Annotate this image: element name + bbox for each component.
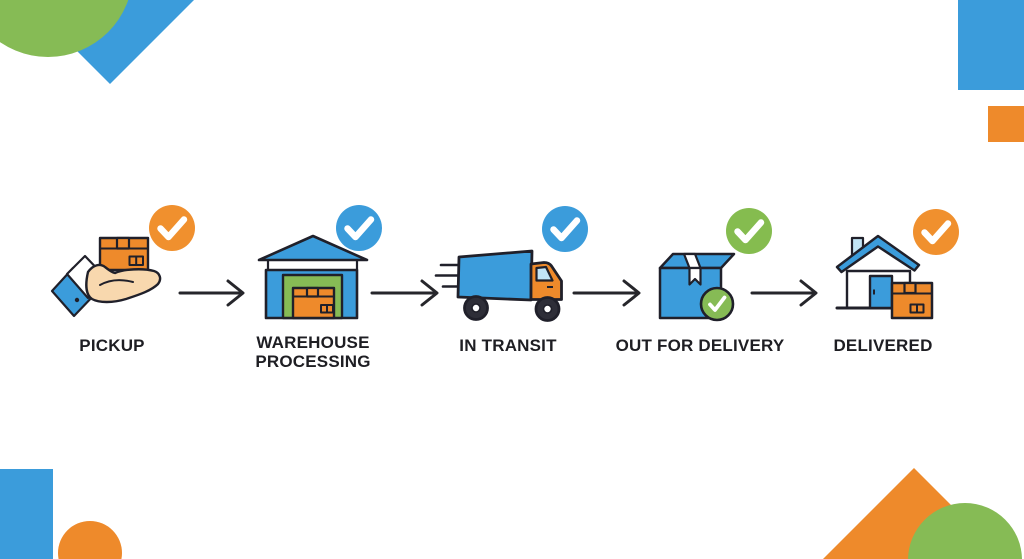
parcel-box — [890, 281, 934, 320]
warehouse-icon — [257, 234, 369, 320]
decor-bottom-left — [0, 469, 122, 559]
parcel-box — [291, 286, 336, 320]
house-package-icon — [835, 234, 934, 320]
decor-circle — [58, 521, 122, 559]
parcel-box — [98, 236, 150, 272]
hand-holding-box-icon — [50, 236, 162, 318]
decor-square — [0, 469, 53, 559]
flow-arrow-2 — [370, 279, 439, 307]
status-check-badge — [726, 208, 772, 254]
wheel — [463, 295, 489, 321]
flow-arrow-4 — [750, 279, 818, 307]
status-check-badge — [149, 205, 195, 251]
stage-label-warehouse: WAREHOUSE PROCESSING — [255, 333, 371, 371]
check-seal — [699, 286, 735, 322]
wheel — [534, 296, 561, 322]
status-check-badge — [542, 206, 588, 252]
status-check-badge — [336, 205, 382, 251]
decor-top-left — [0, 0, 194, 84]
decor-circle — [0, 0, 129, 57]
stage-label-pickup: PICKUP — [79, 336, 145, 355]
package-checked-icon — [658, 252, 736, 322]
flow-arrow-3 — [572, 279, 641, 307]
flow-arrow-1 — [178, 279, 245, 307]
status-check-badge — [913, 209, 959, 255]
decor-rect — [988, 106, 1024, 142]
status-badges — [149, 205, 959, 255]
decor-top-right — [958, 0, 1024, 142]
decor-bottom-right — [823, 468, 1022, 559]
stage-label-delivered: DELIVERED — [833, 336, 933, 355]
delivery-truck-icon — [434, 249, 563, 322]
stage-label-in-transit: IN TRANSIT — [459, 336, 557, 355]
stage-label-out-for-delivery: OUT FOR DELIVERY — [615, 336, 785, 355]
decor-circle — [908, 503, 1022, 559]
decor-square — [958, 0, 1024, 90]
